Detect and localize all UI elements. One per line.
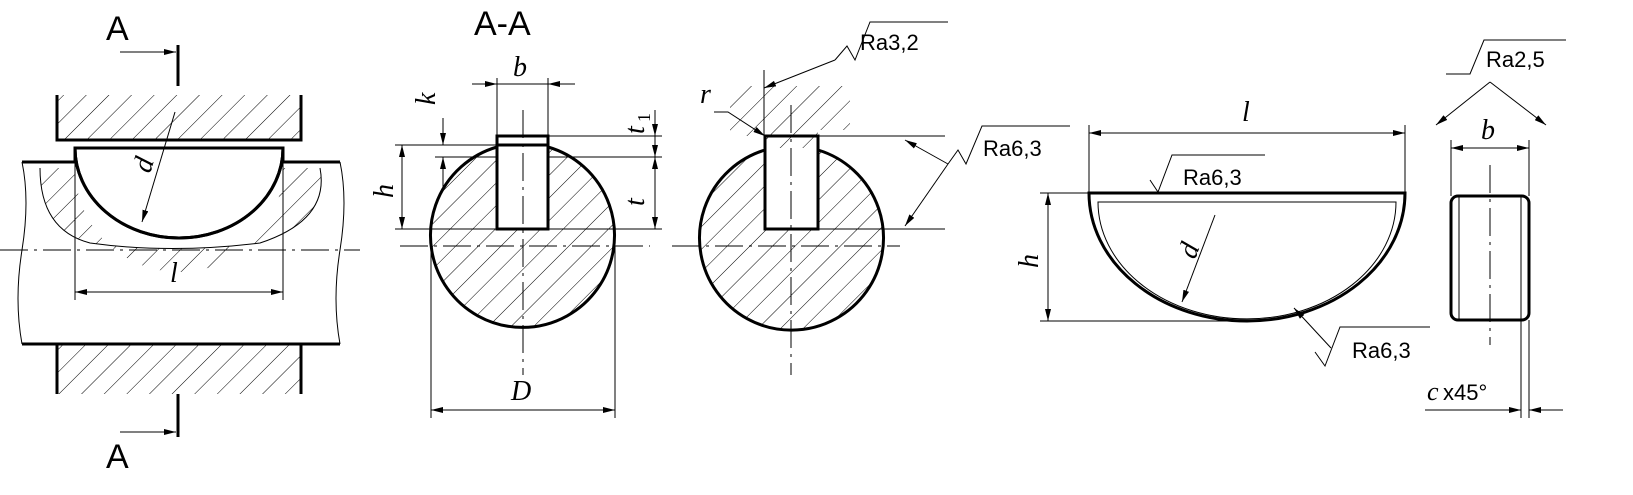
dim-h-label: h xyxy=(369,184,400,198)
key-cross-section-2 xyxy=(763,134,820,231)
key-dim-h-label: h xyxy=(1014,254,1045,268)
dim-t1-label: t xyxy=(620,125,651,134)
keyway-walls xyxy=(73,146,285,162)
dim-l-label: l xyxy=(170,258,178,289)
dim-t-label: t xyxy=(620,197,651,206)
chamfer-angle-label: x45° xyxy=(1443,380,1487,405)
key-chamfer-line xyxy=(1097,201,1397,320)
dim-t1-index: 1 xyxy=(634,113,654,122)
dim-b-label: b xyxy=(513,52,527,83)
key-dim-b-label: b xyxy=(1481,115,1495,146)
hub-bottom-hatch xyxy=(57,344,301,394)
d-leader xyxy=(141,111,176,223)
ra63-symbol xyxy=(947,125,1070,166)
key-outline xyxy=(1087,191,1407,323)
ra-key-sides: Ra2,5 xyxy=(1486,47,1545,72)
r-leader xyxy=(714,111,766,137)
shaft-section-hatch xyxy=(430,147,615,328)
ra25-leader-right xyxy=(1489,81,1547,126)
ra-hub-keyway: Ra3,2 xyxy=(860,30,919,55)
shaft-left-break xyxy=(17,161,27,345)
hub-top-hatch xyxy=(57,95,301,140)
ra-key-top-symbol xyxy=(1149,154,1265,194)
ra25-symbol xyxy=(1446,39,1566,75)
dim-D-label: D xyxy=(510,376,531,407)
cut-letter-bottom: A xyxy=(106,438,129,476)
section-title: A-A xyxy=(474,5,531,43)
ra-shaft-keyway: Ra6,3 xyxy=(983,136,1042,161)
dim-r-label: r xyxy=(700,79,711,110)
chamfer-c-label: c xyxy=(1427,377,1439,406)
key-dim-d-label: d xyxy=(1172,238,1206,263)
ra25-leader-left xyxy=(1435,81,1491,126)
shaft-section-hatch-2 xyxy=(699,150,884,331)
key-front-view: l h d Ra6,3 Ra6,3 xyxy=(1014,97,1430,368)
ra-key-top: Ra6,3 xyxy=(1183,165,1242,190)
dim-k-label: k xyxy=(411,92,442,105)
key-dim-l-label: l xyxy=(1242,97,1250,128)
shaft-right-break xyxy=(335,161,345,345)
ra-key-arc-leader xyxy=(1293,307,1332,349)
key-side-view: b Ra2,5 c x45° xyxy=(1425,39,1566,418)
ra-key-arc-symbol xyxy=(1314,326,1430,368)
ra-key-arc: Ra6,3 xyxy=(1352,338,1411,363)
section-aa-view: A-A b k h t 1 t xyxy=(369,5,662,418)
cut-letter-top: A xyxy=(106,10,129,48)
hub-top-outline xyxy=(55,95,303,142)
ra32-symbol xyxy=(834,21,948,62)
key-segment xyxy=(73,147,285,240)
ra63-leader-bottom xyxy=(904,163,949,227)
key-d-leader xyxy=(1181,214,1216,303)
hub-fragment-hatch xyxy=(730,86,850,148)
local-section-boundary xyxy=(39,167,322,249)
ra63-leader-top xyxy=(904,139,949,165)
assembly-view: d l A A xyxy=(0,10,360,476)
ra32-leader xyxy=(763,59,836,89)
dim-d-label: d xyxy=(127,153,161,176)
hub-shaft-section-view: r Ra3,2 Ra6,3 xyxy=(672,21,1070,375)
shaft-local-section xyxy=(40,168,322,272)
